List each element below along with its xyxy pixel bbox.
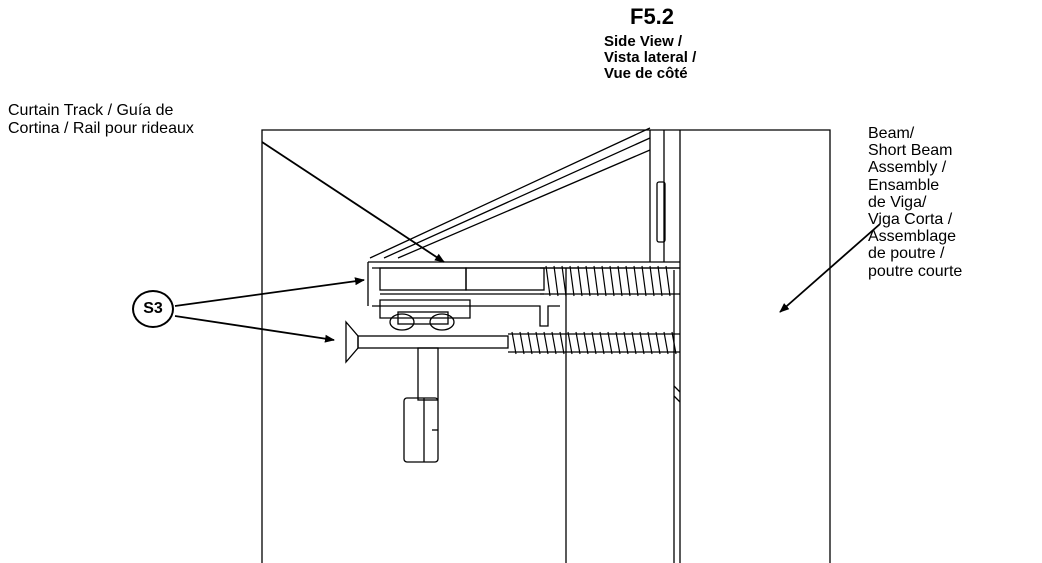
callout-line: Curtain Track / Guía de bbox=[8, 102, 174, 119]
view-caption-line: Side View / bbox=[604, 33, 683, 50]
curtain-track-leader bbox=[261, 141, 445, 263]
callout-line: poutre courte bbox=[868, 262, 963, 280]
callout-line: de Viga/ bbox=[868, 193, 927, 211]
s3-leader-lower bbox=[174, 315, 335, 343]
s3-leader-upper bbox=[174, 277, 365, 307]
callout-line: de poutre / bbox=[868, 245, 945, 263]
lower-screw-thread bbox=[508, 331, 680, 355]
upper-screw-thread bbox=[540, 265, 680, 297]
callout-line: Assembly / bbox=[868, 159, 947, 177]
curtain-track-callout: Curtain Track / Guía de Cortina / Rail p… bbox=[8, 102, 194, 138]
view-caption-line: Vista lateral / bbox=[604, 49, 697, 66]
callout-line: Viga Corta / bbox=[868, 211, 953, 229]
view-caption: Side View / Vista lateral / Vue de côté bbox=[604, 34, 696, 82]
s3-screw-badge: S3 bbox=[132, 290, 174, 328]
beam-leader bbox=[779, 223, 881, 313]
figure-id: F5.2 bbox=[630, 4, 675, 29]
callout-line: Beam/ bbox=[868, 125, 915, 142]
beam-callout: Beam/ Short Beam Assembly / Ensamble de … bbox=[868, 125, 962, 280]
callout-line: Cortina / Rail pour rideaux bbox=[8, 120, 194, 137]
callout-line: Short Beam bbox=[868, 142, 953, 160]
diagonal-brace bbox=[369, 127, 651, 259]
view-caption-line: Vue de côté bbox=[604, 65, 688, 82]
callout-line: Ensamble bbox=[868, 176, 940, 194]
callout-line: Assemblage bbox=[868, 228, 957, 246]
lower-screw-head bbox=[345, 320, 359, 364]
view-frame bbox=[261, 129, 831, 563]
